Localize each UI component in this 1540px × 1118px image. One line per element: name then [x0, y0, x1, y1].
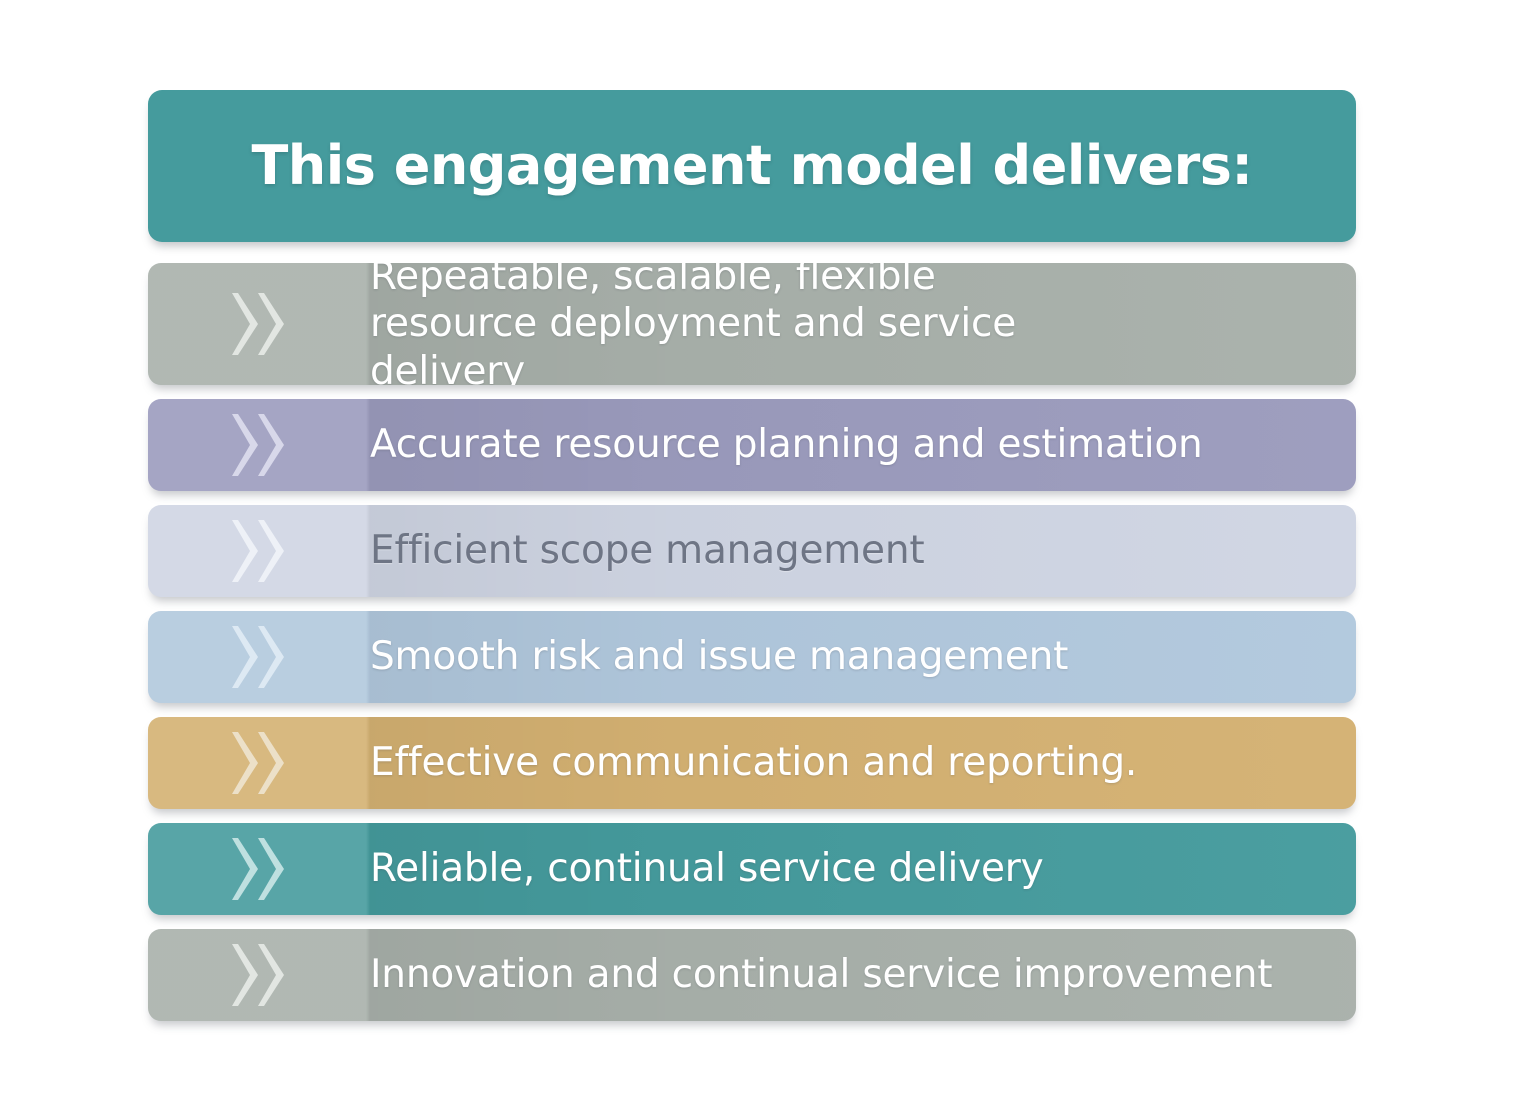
double-chevron-right-icon	[232, 414, 284, 476]
double-chevron-right-icon	[232, 944, 284, 1006]
double-chevron-right-icon	[232, 520, 284, 582]
benefit-label: Reliable, continual service delivery	[370, 846, 1044, 892]
row-icon-cell	[148, 717, 370, 809]
row-icon-cell	[148, 929, 370, 1021]
row-text-cell: Repeatable, scalable, flexible resource …	[370, 263, 1356, 385]
benefit-label: Smooth risk and issue management	[370, 634, 1069, 680]
benefit-label: Effective communication and reporting.	[370, 740, 1138, 786]
benefit-row[interactable]: Efficient scope management	[148, 505, 1356, 597]
benefit-label: Innovation and continual service improve…	[370, 952, 1273, 998]
benefit-row[interactable]: Repeatable, scalable, flexible resource …	[148, 263, 1356, 385]
benefit-label: Accurate resource planning and estimatio…	[370, 422, 1203, 468]
double-chevron-right-icon	[232, 838, 284, 900]
benefit-row[interactable]: Reliable, continual service delivery	[148, 823, 1356, 915]
row-text-cell: Smooth risk and issue management	[370, 633, 1356, 680]
row-text-cell: Effective communication and reporting.	[370, 739, 1356, 786]
header-banner: This engagement model delivers:	[148, 90, 1356, 242]
double-chevron-right-icon	[232, 626, 284, 688]
benefit-row[interactable]: Smooth risk and issue management	[148, 611, 1356, 703]
row-icon-cell	[148, 399, 370, 491]
row-text-cell: Innovation and continual service improve…	[370, 951, 1356, 998]
row-icon-cell	[148, 505, 370, 597]
double-chevron-right-icon	[232, 293, 284, 355]
row-icon-cell	[148, 823, 370, 915]
benefit-label: Repeatable, scalable, flexible resource …	[370, 263, 1017, 385]
benefit-row[interactable]: Innovation and continual service improve…	[148, 929, 1356, 1021]
row-text-cell: Efficient scope management	[370, 527, 1356, 574]
benefit-row[interactable]: Effective communication and reporting.	[148, 717, 1356, 809]
benefit-label: Efficient scope management	[370, 528, 925, 574]
row-text-cell: Accurate resource planning and estimatio…	[370, 421, 1356, 468]
row-text-cell: Reliable, continual service delivery	[370, 845, 1356, 892]
row-icon-cell	[148, 611, 370, 703]
page-title: This engagement model delivers:	[251, 134, 1253, 198]
benefit-row[interactable]: Accurate resource planning and estimatio…	[148, 399, 1356, 491]
double-chevron-right-icon	[232, 732, 284, 794]
row-icon-cell	[148, 263, 370, 385]
